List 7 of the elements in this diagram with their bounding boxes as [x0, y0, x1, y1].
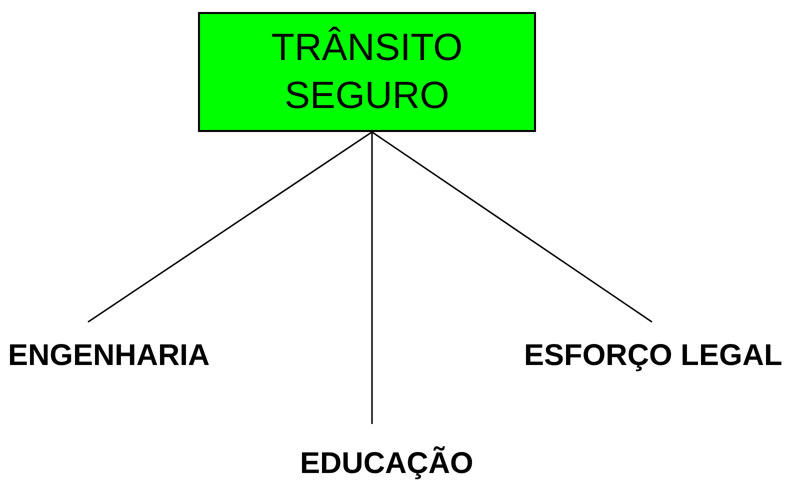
- title-box: TRÂNSITO SEGURO: [198, 12, 536, 132]
- connector-line: [371, 132, 373, 424]
- branch-label: EDUCAÇÃO: [300, 446, 490, 482]
- connector-line: [372, 131, 652, 323]
- branch-label: ENGENHARIA: [8, 338, 224, 374]
- branch-label: ESFORÇO LEGAL: [524, 338, 802, 374]
- connector-line: [88, 131, 372, 323]
